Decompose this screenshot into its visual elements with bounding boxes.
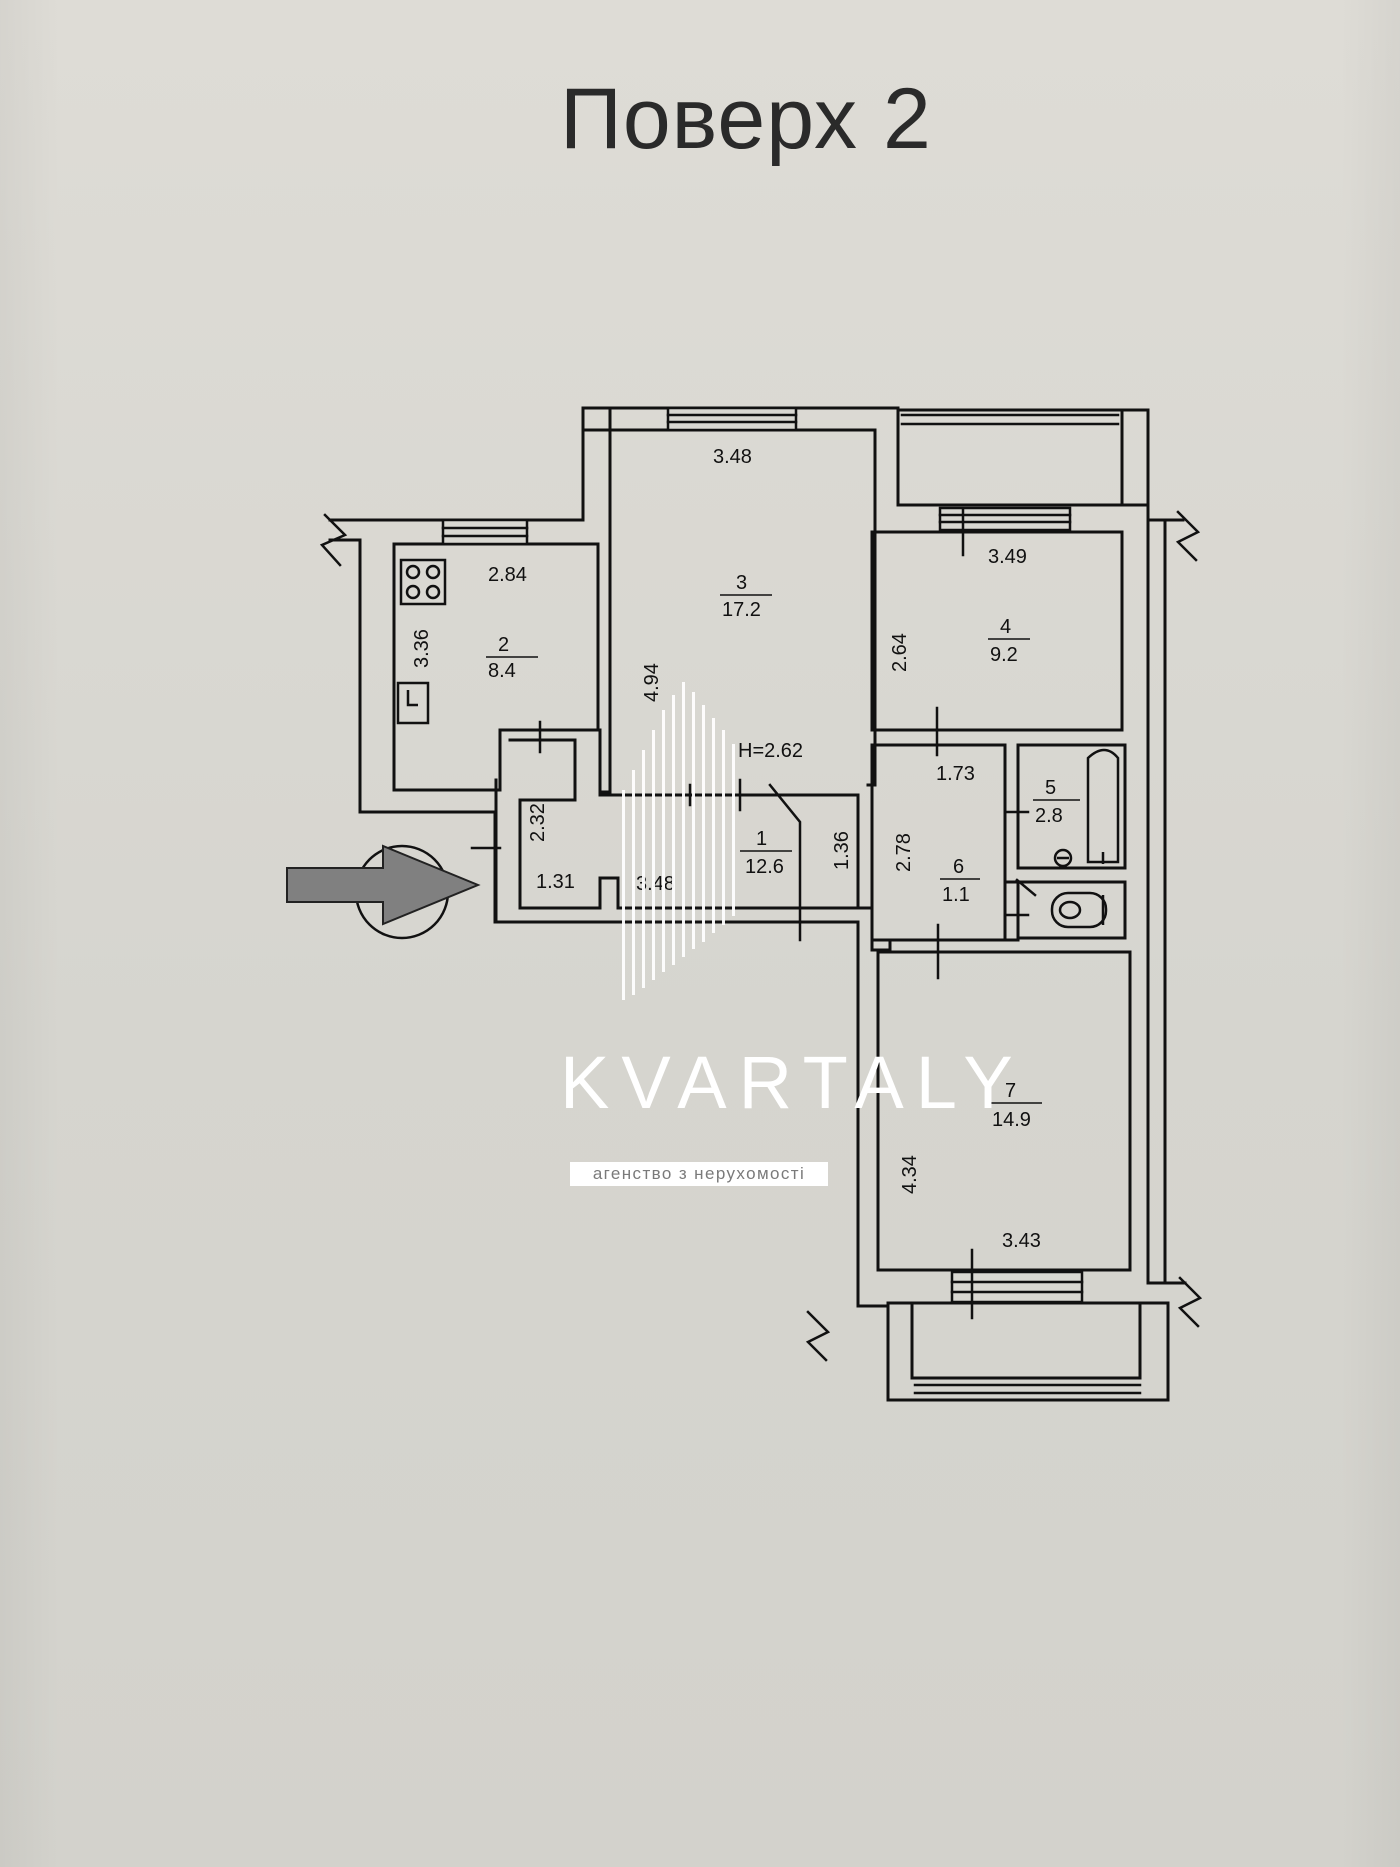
dim-corridor-width: 1.36 [831, 831, 853, 870]
plan-labels: 2.84 3.36 2 8.4 3.48 3 17.2 4.94 H=2.62 … [411, 446, 1080, 1252]
dim-kitchen-width: 2.84 [488, 564, 527, 586]
dim-bedroom4-width: 3.49 [988, 546, 1027, 568]
toilet-icon [1050, 891, 1108, 929]
floor-title: Поверх 2 [560, 71, 932, 167]
room-5-number: 5 [1045, 777, 1056, 799]
dim-living-width: 3.48 [713, 446, 752, 468]
room-1-number: 1 [756, 828, 767, 850]
wall-break-marks [319, 510, 1203, 1362]
room-5-area: 2.8 [1035, 805, 1063, 827]
dim-corridor-length: 3.48 [636, 873, 675, 895]
room-2-number: 2 [498, 634, 509, 656]
watermark-logo-bars [622, 682, 735, 1000]
watermark-brand: KVARTALY [560, 1041, 1025, 1124]
bathtub-icon [1053, 748, 1120, 868]
dim-living-depth: 4.94 [641, 663, 663, 702]
entry-arrow-icon [286, 844, 481, 940]
dim-lobby-width: 1.73 [936, 763, 975, 785]
room-4-number: 4 [1000, 616, 1011, 638]
room-2-area: 8.4 [488, 660, 516, 682]
dim-bedroom7-width: 3.43 [1002, 1230, 1041, 1252]
watermark-tagline: агенство з нерухомості [570, 1162, 828, 1186]
dim-bedroom7-depth: 4.34 [899, 1155, 921, 1194]
stove-icon [399, 558, 447, 606]
ceiling-height: H=2.62 [738, 740, 803, 762]
windows [441, 406, 1142, 1395]
room-4-area: 9.2 [990, 644, 1018, 666]
dim-lobby-depth: 2.78 [893, 833, 915, 872]
dim-hall-entry-width: 1.31 [536, 871, 575, 893]
dim-hall-depth: 2.32 [527, 803, 549, 842]
room-7-area: 14.9 [992, 1109, 1031, 1131]
room-7-number: 7 [1005, 1080, 1016, 1102]
room-3-number: 3 [736, 572, 747, 594]
dim-kitchen-depth: 3.36 [411, 629, 433, 668]
outer-walls [328, 406, 1187, 1402]
dim-bedroom4-depth: 2.64 [889, 633, 911, 672]
room-6-number: 6 [953, 856, 964, 878]
sink-icon [396, 681, 430, 725]
room-6-area: 1.1 [942, 884, 970, 906]
room-1-area: 12.6 [745, 856, 784, 878]
room-3-area: 17.2 [722, 599, 761, 621]
door-marks [470, 508, 1037, 1320]
